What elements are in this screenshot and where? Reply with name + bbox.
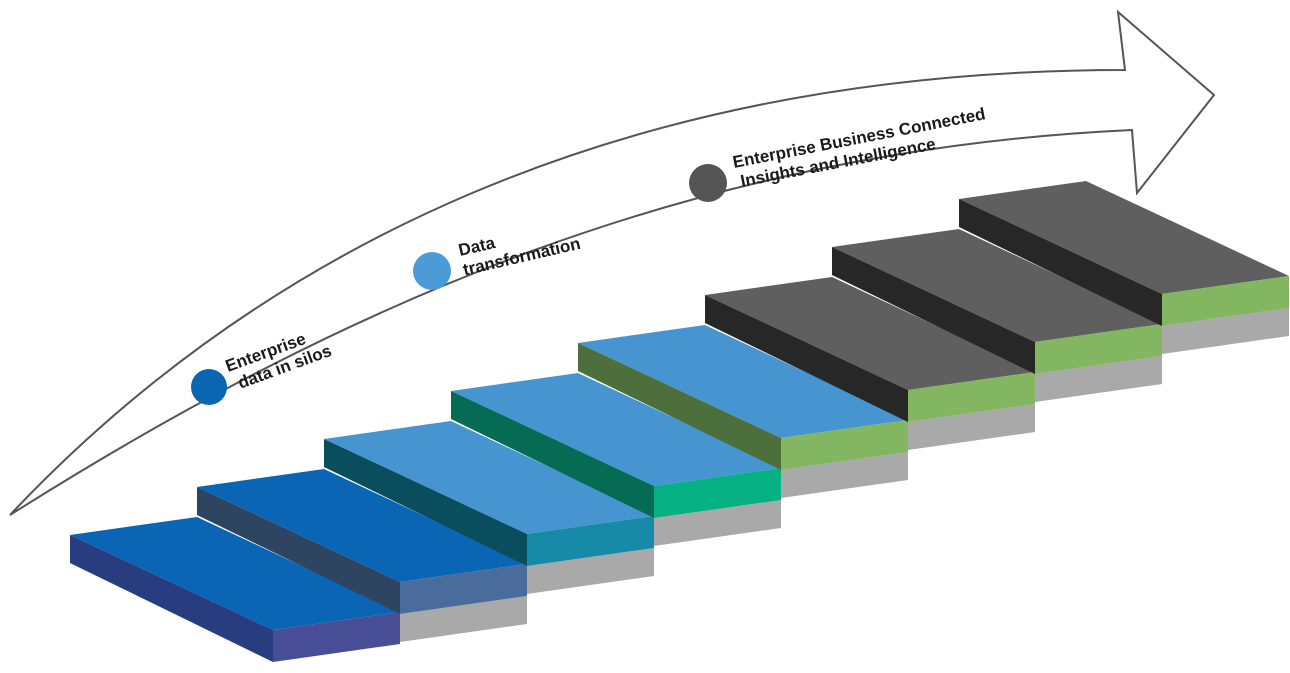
step-side: [959, 199, 1162, 326]
step-top: [578, 325, 908, 438]
step-side: [832, 247, 1035, 374]
milestone-dot: [689, 164, 727, 202]
step-riser: [1035, 356, 1162, 402]
step-side: [70, 535, 273, 662]
step-side: [324, 439, 527, 566]
step-riser: [781, 452, 908, 498]
step-riser: [654, 500, 781, 546]
step-top: [70, 517, 400, 630]
step-front: [1035, 324, 1162, 374]
step-front: [908, 372, 1035, 422]
step-top: [959, 181, 1289, 294]
staircase-steps: [70, 181, 1289, 662]
step-side: [451, 391, 654, 518]
step-front: [1162, 276, 1289, 326]
step-front: [527, 516, 654, 566]
step-top: [324, 421, 654, 534]
step-riser: [527, 548, 654, 594]
step-top: [832, 229, 1162, 342]
step-side: [197, 487, 400, 614]
step-riser: [908, 404, 1035, 450]
step-riser: [1162, 308, 1289, 354]
step-side: [705, 295, 908, 422]
milestone-dot: [191, 369, 227, 405]
growth-arrow: [9, 9, 1216, 516]
step-front: [654, 468, 781, 518]
step-top: [197, 469, 527, 582]
milestone-dot: [413, 252, 451, 290]
step-front: [273, 612, 400, 662]
step-front: [781, 420, 908, 470]
step-front: [400, 564, 527, 614]
step-side: [578, 343, 781, 470]
step-riser: [400, 596, 527, 642]
step-top: [705, 277, 1035, 390]
step-top: [451, 373, 781, 486]
